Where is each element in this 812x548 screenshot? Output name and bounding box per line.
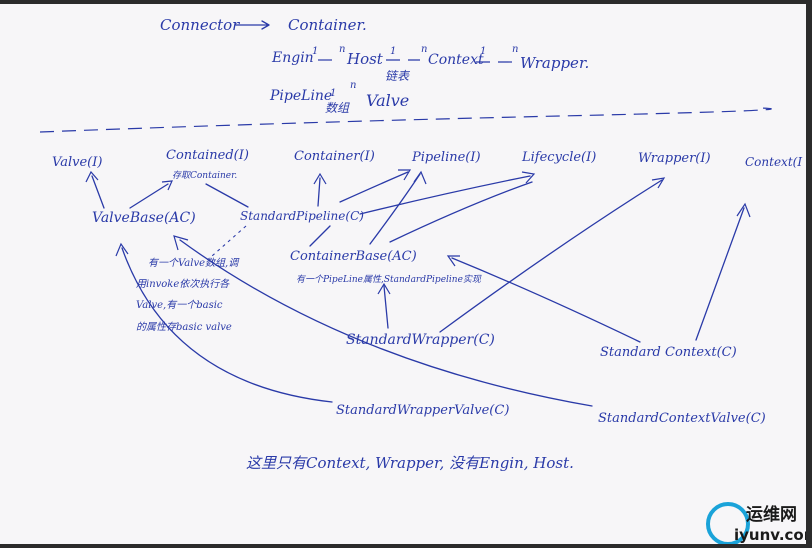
site-watermark: 运维网 iyunv.com — [706, 502, 806, 544]
diagram-canvas: Connector Container. Engin 1 n Host 1 n … — [39, 16, 806, 544]
header-mult: n — [421, 44, 427, 55]
relation-arrows — [85, 169, 751, 407]
annotation-line: 的属性存basic valve — [136, 321, 232, 333]
footer-note: 这里只有Context, Wrapper, 没有Engin, Host. — [246, 454, 574, 472]
header-array-note: 数组 — [325, 101, 350, 115]
arrowhead — [521, 171, 536, 184]
separator-line — [39, 107, 772, 133]
arrow-pipeline-container — [317, 177, 321, 207]
header-mult: n — [339, 44, 345, 55]
arrowhead — [398, 169, 412, 181]
arrow-containerbase-pipeline — [369, 173, 421, 245]
node-pipeline-interface: Pipeline(I) — [411, 150, 481, 165]
arrowhead — [377, 282, 391, 295]
arrow-context-contexti — [695, 207, 745, 341]
header-line-1: Connector Container. — [160, 16, 367, 34]
node-contained-interface: Contained(I) — [166, 148, 249, 163]
watermark-inner-icon — [717, 513, 739, 535]
arrow-wrapper-containerbase — [383, 285, 389, 329]
annotation-line: Valve,有一个basic — [136, 299, 223, 311]
header-arrow — [235, 20, 270, 30]
node-wrapper-interface: Wrapper(I) — [638, 151, 711, 166]
arrow-pipeline-contained — [205, 183, 249, 208]
whiteboard-sheet: Connector Container. Engin 1 n Host 1 n … — [0, 4, 806, 544]
header-engin: Engin — [271, 50, 314, 66]
arrowhead — [173, 235, 189, 251]
arrowhead — [736, 202, 751, 218]
node-standard-wrapper-valve: StandardWrapperValve(C) — [336, 403, 509, 418]
arrowhead — [313, 172, 327, 185]
arrowhead — [161, 180, 173, 191]
node-standard-context-valve: StandardContextValve(C) — [598, 411, 766, 426]
header-line-2: Engin 1 n Host 1 n Context 1 n Wrapper. … — [271, 44, 589, 83]
node-contained-note: 存取Container. — [172, 170, 237, 181]
node-container-interface: Container(I) — [294, 149, 375, 164]
header-pipeline: PipeLine — [269, 88, 332, 104]
header-context: Context — [428, 52, 484, 68]
node-standard-context: Standard Context(C) — [600, 345, 737, 360]
node-standard-wrapper: StandardWrapper(C) — [346, 332, 495, 348]
annotation-line: 有一个Valve数组,调 — [148, 257, 240, 269]
header-linkedlist-note: 链表 — [385, 69, 411, 83]
watermark-cn: 运维网 — [746, 504, 797, 525]
header-valve: Valve — [366, 91, 409, 110]
header-container: Container. — [288, 16, 367, 34]
association-dotted — [211, 225, 247, 257]
arrow-containerbase-container — [309, 225, 331, 247]
header-mult: 1 — [480, 46, 486, 57]
arrow-context-containerbase — [451, 257, 641, 343]
arrow-valvebase-contained — [129, 183, 169, 209]
header-mult: 1 — [312, 46, 318, 57]
arrow-contextvalve-valvebase — [179, 239, 593, 407]
header-mult: n — [350, 80, 356, 91]
node-standard-pipeline: StandardPipeline(C) — [240, 209, 364, 223]
arrow-valvebase-valve — [91, 175, 105, 209]
header-mult: 1 — [330, 88, 336, 99]
arrow-containerbase-lifecycle — [389, 181, 533, 243]
header-host: Host — [346, 50, 384, 68]
arrow-wrapper-wrapperi — [439, 179, 663, 333]
header-wrapper: Wrapper. — [520, 54, 589, 72]
node-lifecycle-interface: Lifecycle(I) — [521, 150, 596, 165]
arrow-pipeline-pipeline — [339, 171, 409, 203]
arrowhead — [413, 170, 427, 185]
header-line-3: PipeLine 1 n Valve 数组 — [269, 80, 409, 115]
arrow-pipeline-lifecycle — [359, 175, 531, 215]
arrowhead — [651, 177, 666, 189]
watermark-en: iyunv.com — [734, 526, 806, 544]
node-context-interface: Context(I — [745, 155, 802, 169]
node-valve-interface: Valve(I) — [52, 155, 102, 170]
arrowhead — [85, 170, 99, 183]
arrow-wrappervalve-valvebase — [121, 247, 333, 403]
header-connector: Connector — [160, 16, 240, 34]
watermark-ring-icon — [706, 502, 750, 544]
node-valvebase: ValveBase(AC) — [92, 210, 196, 226]
arrowhead — [446, 255, 460, 267]
node-containerbase-note: 有一个PipeLine属性,StandardPipeline实现 — [296, 274, 482, 285]
header-mult: 1 — [390, 46, 396, 57]
annotation-line: 用invoke依次执行各 — [136, 278, 230, 290]
arrowhead — [115, 242, 129, 257]
node-containerbase: ContainerBase(AC) — [290, 249, 417, 264]
header-mult: n — [512, 44, 518, 55]
valvebase-annotation: 有一个Valve数组,调 用invoke依次执行各 Valve,有一个basic… — [136, 257, 240, 333]
